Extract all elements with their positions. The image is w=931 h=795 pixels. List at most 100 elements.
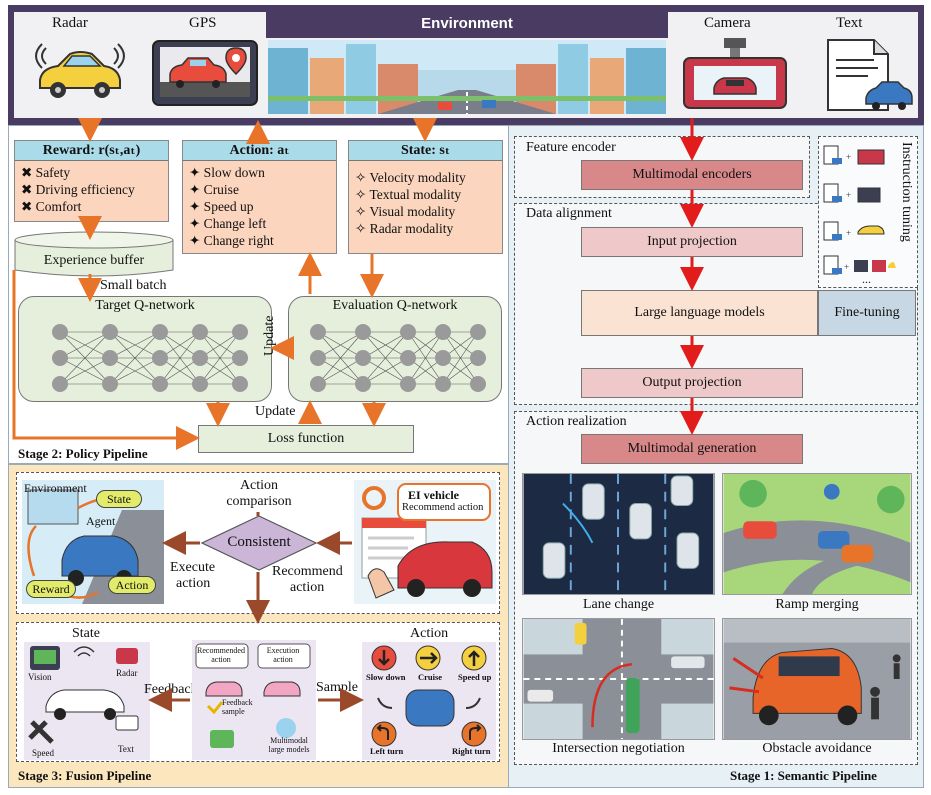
action-item: ✦ Slow down — [189, 165, 265, 180]
mllm-label: Multimodal large models — [268, 736, 310, 754]
environment-header: Environment — [266, 12, 668, 38]
recommend-label-1: Recommend — [272, 564, 343, 579]
reward-item: ✖ Comfort — [21, 199, 82, 214]
update-vertical-label: Update — [262, 315, 277, 356]
action-title: Action — [410, 626, 449, 641]
state-title: State: sₜ — [349, 141, 502, 161]
evaluation-q-label: Evaluation Q-network — [332, 298, 458, 313]
ei-vehicle-image — [354, 480, 496, 604]
execute-label-1: Execute — [170, 560, 216, 575]
feedback-label: Feedback — [144, 682, 198, 697]
target-q-nodes — [52, 324, 248, 392]
small-batch-label: Small batch — [100, 278, 167, 293]
reward-title: Reward: r(sₜ,aₜ) — [15, 141, 168, 161]
reward-panel: Reward: r(sₜ,aₜ) ✖ Safety ✖ Driving effi… — [14, 140, 169, 222]
svg-text:+: + — [846, 190, 851, 200]
lane-change-caption: Lane change — [582, 597, 655, 612]
reward-item: ✖ Driving efficiency — [21, 182, 135, 197]
action-comparison-label-1: Action — [239, 478, 279, 493]
instruction-tuning-icons: + + + + — [823, 145, 896, 275]
ramp-merging-caption: Ramp merging — [775, 597, 859, 612]
instruction-tuning-label: Instruction tuning — [899, 142, 914, 242]
ramp-merging-image — [722, 473, 912, 595]
multimodal-encoders-box: Multimodal encoders — [581, 160, 803, 190]
state-item: ✧ Visual modality — [355, 204, 456, 219]
vision-label: Vision — [28, 672, 52, 682]
intersection-negotiation-image — [522, 618, 715, 740]
update-bottom-label: Update — [255, 404, 296, 419]
llm-box: Large language models — [581, 290, 818, 336]
ei-recommend-label: Recommend action — [402, 502, 484, 513]
city-environment-image — [268, 40, 666, 114]
dashcam-icon — [683, 38, 787, 109]
output-projection-box: Output projection — [581, 368, 803, 398]
action-comparison-label-2: comparison — [226, 494, 292, 509]
text-label: Text — [836, 15, 863, 31]
environment-tag: Environment — [24, 481, 87, 495]
consistent-diamond — [200, 515, 318, 571]
stage1-caption: Stage 1: Semantic Pipeline — [730, 768, 877, 783]
text-document-icon — [827, 39, 913, 111]
input-projection-box: Input projection — [581, 227, 803, 257]
svg-text:+: + — [844, 262, 849, 272]
action-title: Action: aₜ — [183, 141, 336, 161]
experience-buffer-label: Experience buffer — [43, 253, 145, 268]
state-tag: State — [96, 490, 142, 508]
sample-label: Sample — [316, 680, 358, 695]
speed-up-label: Speed up — [458, 672, 492, 682]
execute-label-2: action — [176, 576, 211, 591]
text-modality-label: Text — [118, 744, 134, 754]
state-title: State — [72, 626, 100, 641]
agent-tag: Agent — [86, 514, 116, 528]
recommended-action-label: Recommended action — [197, 646, 245, 664]
execution-action-label: Execution action — [266, 646, 300, 664]
state-panel: State: sₜ ✧ Velocity modality ✧ Textual … — [348, 140, 503, 254]
slow-down-label: Slow down — [366, 672, 406, 682]
obstacle-avoidance-image — [722, 618, 912, 740]
recommend-label-2: action — [290, 580, 325, 595]
feature-encoder-label: Feature encoder — [526, 140, 616, 155]
state-item: ✧ Textual modality — [355, 187, 462, 202]
action-realization-label: Action realization — [526, 414, 627, 429]
action-item: ✦ Cruise — [189, 182, 239, 197]
svg-text:+: + — [846, 228, 851, 238]
camera-label: Camera — [704, 15, 751, 31]
gps-label: GPS — [189, 15, 217, 31]
state-modalities-image — [24, 642, 150, 760]
ei-vehicle-label: EI vehicle — [408, 488, 459, 502]
obstacle-avoidance-caption: Obstacle avoidance — [762, 741, 872, 756]
radar-car-icon — [35, 43, 125, 98]
gps-device-icon — [152, 40, 258, 106]
lane-change-image — [522, 473, 715, 595]
stage2-caption: Stage 2: Policy Pipeline — [18, 446, 148, 461]
action-item: ✦ Change right — [189, 233, 274, 248]
instruction-ellipsis: ... — [862, 272, 871, 286]
feedback-sample-label: Feedback sample — [222, 698, 253, 716]
action-panel: Action: aₜ ✦ Slow down ✦ Cruise ✦ Speed … — [182, 140, 337, 254]
stage3-caption: Stage 3: Fusion Pipeline — [18, 768, 152, 783]
data-alignment-label: Data alignment — [526, 206, 612, 221]
evaluation-q-nodes — [310, 324, 486, 392]
action-choices-image — [362, 642, 496, 760]
cruise-label: Cruise — [418, 672, 443, 682]
consistent-label: Consistent — [227, 534, 291, 550]
fusion-process-image — [192, 640, 316, 760]
target-q-label: Target Q-network — [95, 298, 195, 313]
action-item: ✦ Change left — [189, 216, 267, 231]
loss-function-box: Loss function — [198, 425, 414, 453]
state-item: ✧ Velocity modality — [355, 170, 466, 185]
reward-tag: Reward — [26, 580, 76, 598]
fine-tuning-box: Fine-tuning — [818, 290, 916, 336]
action-item: ✦ Speed up — [189, 199, 254, 214]
svg-text:+: + — [846, 152, 851, 162]
right-turn-label: Right turn — [452, 746, 491, 756]
radar-label: Radar — [52, 15, 88, 31]
multimodal-generation-box: Multimodal generation — [581, 434, 803, 464]
intersection-negotiation-caption: Intersection negotiation — [552, 741, 685, 756]
reward-item: ✖ Safety — [21, 165, 71, 180]
experience-buffer-cylinder — [14, 231, 174, 277]
speed-label: Speed — [32, 748, 54, 758]
left-turn-label: Left turn — [370, 746, 404, 756]
radar-modality-label: Radar — [116, 668, 138, 678]
